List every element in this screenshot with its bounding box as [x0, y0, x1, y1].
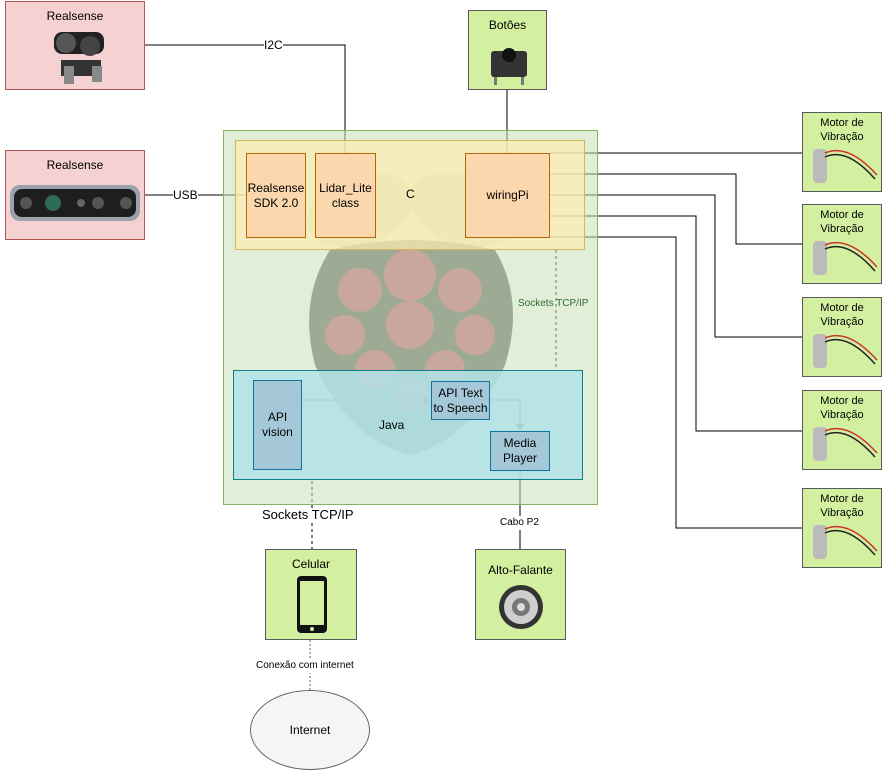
motor-box-2[interactable]: Motor de Vibração — [802, 204, 882, 284]
motor-box-3[interactable]: Motor de Vibração — [802, 297, 882, 377]
motor-connector-5 — [550, 236, 802, 529]
media-player-block[interactable]: Media Player — [490, 431, 550, 471]
motor-title-2: Motor de Vibração — [820, 209, 864, 235]
motor-title-4: Motor de Vibração — [820, 395, 864, 421]
realsense-top-title: Realsense — [46, 9, 104, 23]
smartphone-icon — [297, 576, 327, 633]
sockets-inner-label: Sockets TCP/IP — [518, 298, 589, 309]
tts-block[interactable]: API Text to Speech — [431, 381, 490, 420]
speaker-icon — [499, 585, 543, 629]
botoes-box[interactable]: Botões — [468, 10, 547, 90]
motor-box-5[interactable]: Motor de Vibração — [802, 488, 882, 568]
vibration-motor-icon — [813, 241, 878, 275]
motor-box-4[interactable]: Motor de Vibração — [802, 390, 882, 470]
celular-title: Celular — [291, 557, 330, 571]
i2c-connector — [145, 44, 346, 153]
alto-falante-box[interactable]: Alto-Falante — [475, 549, 566, 640]
internet-ellipse[interactable]: Internet — [250, 690, 370, 770]
lidar-lite-block[interactable]: Lidar_Lite class — [315, 153, 376, 238]
motor-box-1[interactable]: Motor de Vibração — [802, 112, 882, 192]
depth-camera-icon — [10, 185, 140, 221]
api-vision-block[interactable]: API vision — [253, 380, 302, 470]
c-layer-label: C — [406, 187, 415, 201]
celular-box[interactable]: Celular — [265, 549, 357, 640]
wiringpi-block[interactable]: wiringPi — [465, 153, 550, 238]
push-button-icon — [491, 48, 527, 85]
realsense-top-box[interactable]: Realsense — [5, 1, 145, 90]
vibration-motor-icon — [813, 427, 878, 461]
realsense-mid-box[interactable]: Realsense — [5, 150, 145, 240]
i2c-label: I2C — [264, 38, 283, 52]
botoes-title: Botões — [488, 18, 527, 32]
motor-title-5: Motor de Vibração — [820, 493, 864, 519]
motor-title-3: Motor de Vibração — [820, 302, 864, 328]
motor-connector-2 — [550, 173, 802, 245]
alto-falante-title: Alto-Falante — [488, 563, 553, 577]
sockets-outer-label: Sockets TCP/IP — [262, 507, 354, 522]
motor-connector-4 — [550, 215, 802, 432]
cabo-p2-label: Cabo P2 — [500, 516, 539, 530]
conexao-label: Conexão com internet — [256, 659, 354, 673]
motor-connector-3 — [550, 194, 802, 338]
usb-label: USB — [173, 188, 198, 202]
realsense-sdk-block[interactable]: Realsense SDK 2.0 — [246, 153, 306, 238]
vibration-motor-icon — [813, 525, 878, 559]
vibration-motor-icon — [813, 149, 878, 183]
java-layer-label: Java — [379, 418, 405, 432]
motor-title-1: Motor de Vibração — [820, 117, 864, 143]
vibration-motor-icon — [813, 334, 878, 368]
realsense-mid-title: Realsense — [46, 158, 104, 172]
lidar-sensor-icon — [54, 32, 104, 84]
